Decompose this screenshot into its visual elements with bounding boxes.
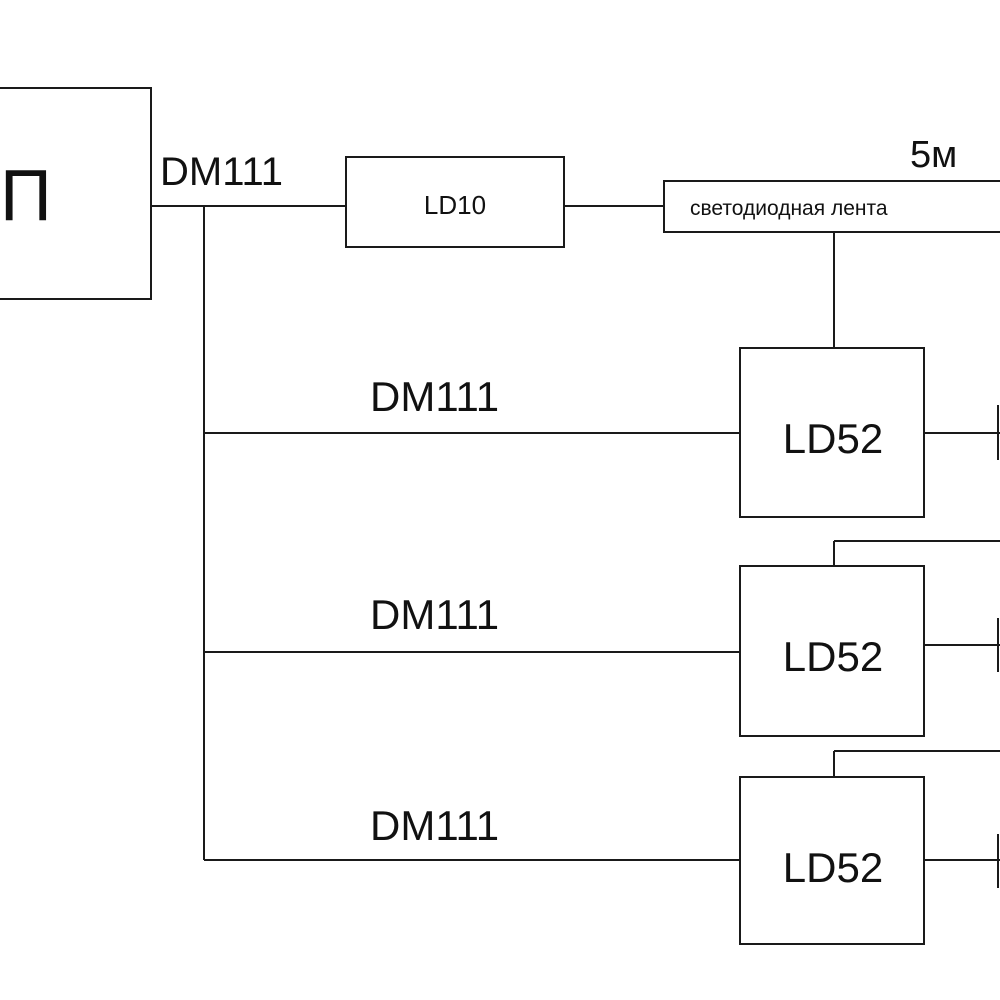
ld52-label-1: LD52	[783, 415, 883, 462]
ld52-module-3	[739, 776, 925, 945]
led-strip-label: светодиодная лента	[690, 197, 888, 220]
bus-label-top: DM111	[160, 150, 283, 194]
ld52-module-2	[739, 565, 925, 737]
controller-label: П	[0, 156, 52, 236]
ld52-label-3: LD52	[783, 844, 883, 891]
bus-label-branch-1: DM111	[370, 373, 499, 420]
ld52-label-2: LD52	[783, 633, 883, 680]
ld10-label: LD10	[424, 190, 486, 220]
ld10-module	[345, 156, 565, 248]
led-strip	[663, 180, 1000, 233]
bus-label-branch-2: DM111	[370, 591, 499, 638]
led-strip-length: 5м	[910, 134, 957, 176]
controller-block	[0, 87, 152, 300]
bus-label-branch-3: DM111	[370, 802, 499, 849]
ld52-module-1	[739, 347, 925, 518]
